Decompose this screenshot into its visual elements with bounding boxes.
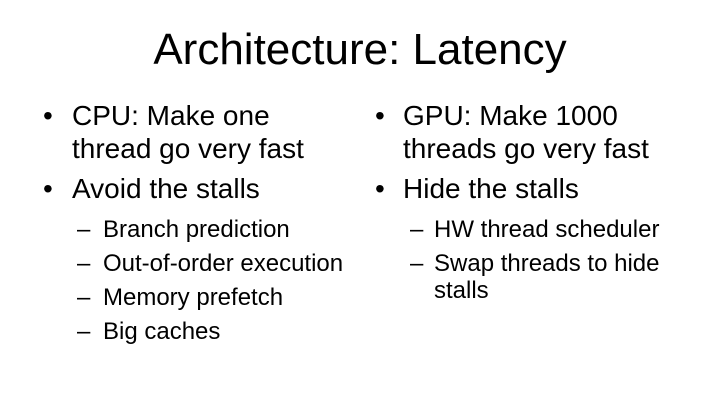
sub-bullet-text: Branch prediction <box>103 216 290 243</box>
bullet-item: • GPU: Make 1000 threads go very fast <box>375 99 663 165</box>
gpu-sub-bullet-list: –HW thread scheduler –Swap threads to hi… <box>410 216 695 304</box>
bullet-text: GPU: Make 1000 threads go very fast <box>403 100 649 164</box>
bullet-item: • Hide the stalls <box>375 172 663 205</box>
bullet-text: Avoid the stalls <box>72 173 260 204</box>
cpu-sub-bullet-list: –Branch prediction –Out-of-order executi… <box>77 216 353 345</box>
dash-icon: – <box>77 318 91 345</box>
dash-icon: – <box>77 216 91 243</box>
gpu-bullet-list: • GPU: Make 1000 threads go very fast • Hi… <box>375 99 695 205</box>
dash-icon: – <box>77 250 91 277</box>
sub-bullet-item: –Big caches <box>77 318 363 345</box>
bullet-icon: • <box>43 100 53 131</box>
sub-bullet-text: HW thread scheduler <box>434 216 660 243</box>
sub-bullet-text: Memory prefetch <box>103 284 284 311</box>
dash-icon: – <box>410 250 424 277</box>
sub-bullet-item: –Out-of-order execution <box>77 250 363 277</box>
sub-bullet-text: Swap threads to hide stalls <box>434 250 660 304</box>
sub-bullet-text: Big caches <box>103 318 221 345</box>
sub-bullet-text: Out-of-order execution <box>103 250 344 277</box>
gpu-column: • GPU: Make 1000 threads go very fast • Hi… <box>375 99 695 304</box>
cpu-bullet-list: • CPU: Make one thread go very fast • Avoi… <box>43 99 353 205</box>
dash-icon: – <box>410 216 424 243</box>
sub-bullet-item: –HW thread scheduler <box>410 216 674 243</box>
bullet-icon: • <box>375 173 385 204</box>
sub-bullet-item: –Branch prediction <box>77 216 363 243</box>
bullet-item: • Avoid the stalls <box>43 172 322 205</box>
dash-icon: – <box>77 284 91 311</box>
sub-bullet-item: –Memory prefetch <box>77 284 363 311</box>
cpu-column: • CPU: Make one thread go very fast • Avoi… <box>43 99 353 345</box>
bullet-icon: • <box>43 173 53 204</box>
bullet-text: CPU: Make one thread go very fast <box>72 100 304 164</box>
bullet-text: Hide the stalls <box>403 173 579 204</box>
bullet-icon: • <box>375 100 385 131</box>
sub-bullet-item: –Swap threads to hide stalls <box>410 250 674 304</box>
bullet-item: • CPU: Make one thread go very fast <box>43 99 322 165</box>
slide-title: Architecture: Latency <box>153 25 567 74</box>
